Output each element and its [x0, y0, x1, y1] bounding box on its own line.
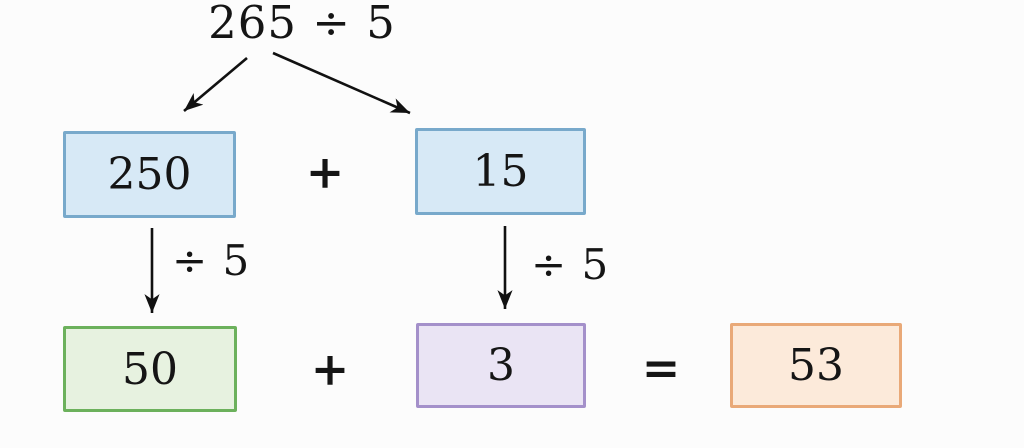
divide-label-left: ÷ 5: [172, 236, 251, 285]
equals-operator: =: [641, 341, 681, 395]
split-arrow-left: [183, 57, 248, 112]
plus-operator-bottom: +: [310, 342, 350, 396]
partition-box-250-value: 250: [107, 149, 192, 200]
dividend-expression: 265 ÷ 5: [208, 0, 396, 49]
plus-operator-top: +: [305, 145, 345, 199]
partition-box-15: 15: [415, 128, 586, 215]
result-box-53-value: 53: [788, 340, 844, 391]
partition-box-15-value: 15: [472, 146, 529, 197]
divide-label-right: ÷ 5: [531, 240, 610, 289]
result-box-53: 53: [730, 323, 902, 408]
result-box-3: 3: [416, 323, 586, 408]
partition-box-250: 250: [63, 131, 236, 218]
result-box-50: 50: [63, 326, 237, 412]
result-box-50-value: 50: [122, 343, 178, 395]
split-arrow-right: [272, 51, 411, 115]
result-box-3-value: 3: [487, 340, 515, 391]
